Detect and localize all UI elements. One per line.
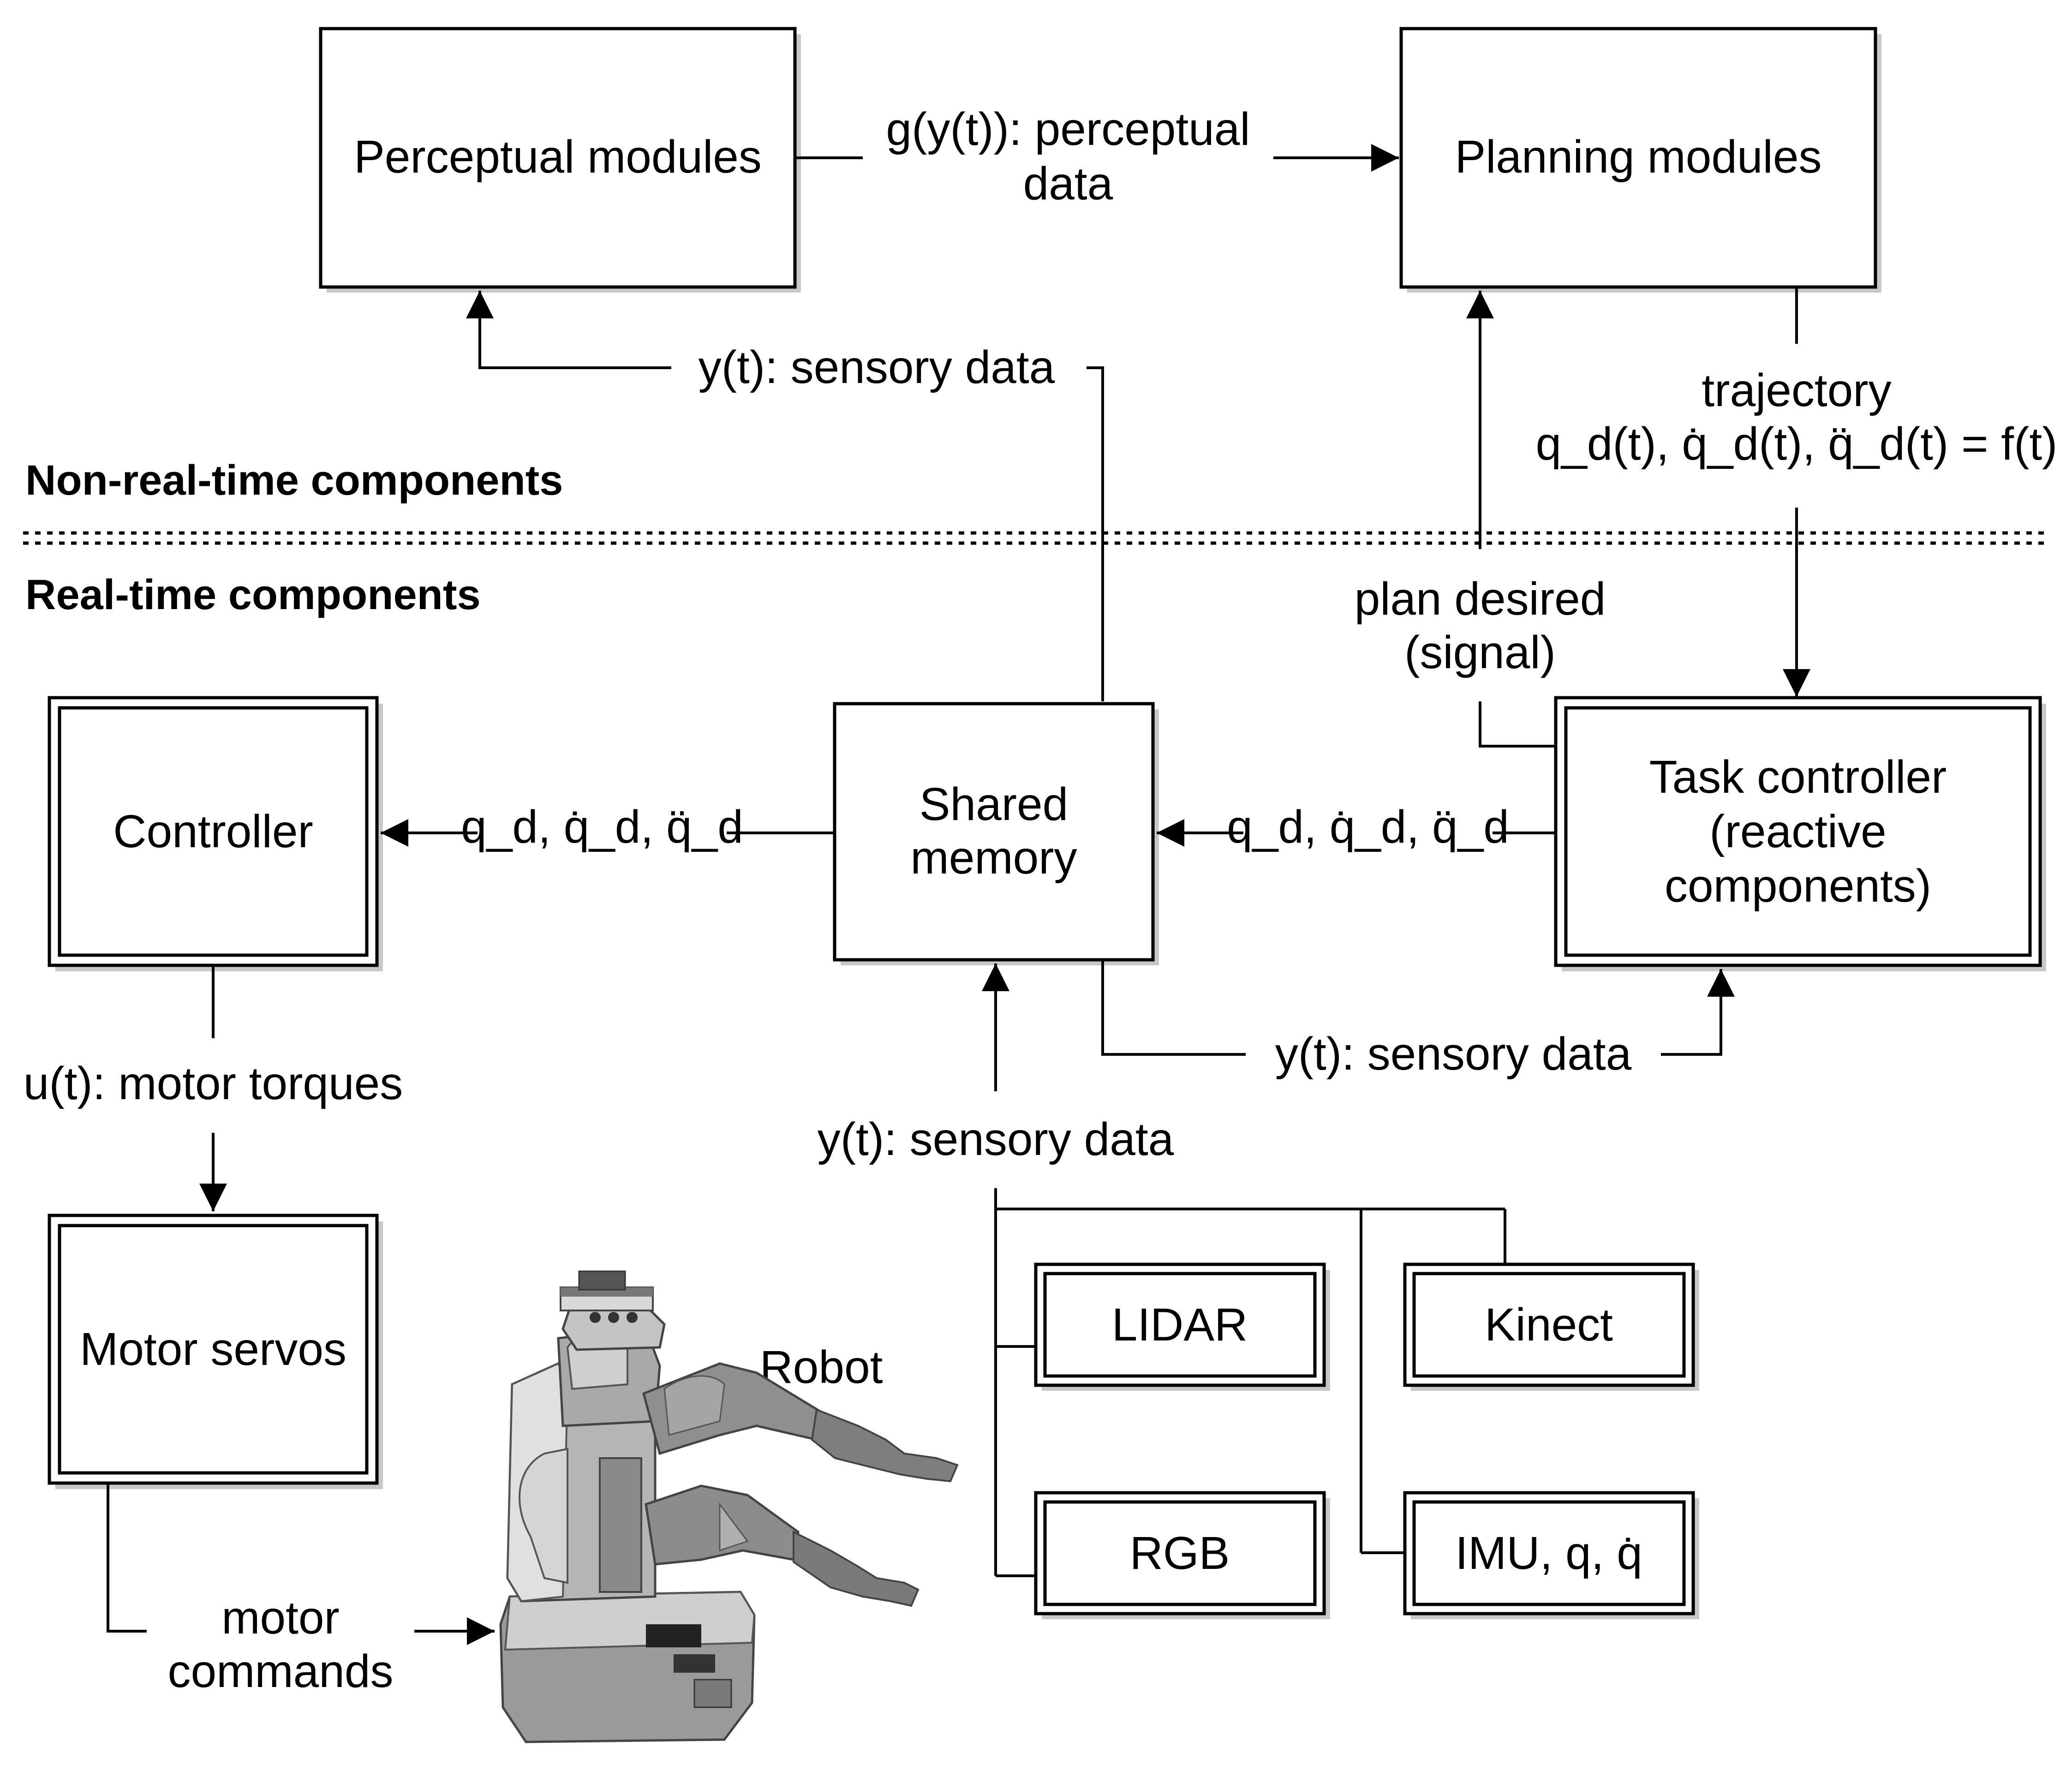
setpoint-right-label: q_d, q̇_d, q̈_d bbox=[1227, 801, 1509, 853]
motor-servos-block: Motor servos bbox=[48, 1214, 383, 1489]
setpoint-left-label: q_d, q̇_d, q̈_d bbox=[461, 801, 743, 853]
svg-text:memory: memory bbox=[910, 832, 1077, 884]
controller-block: Controller bbox=[48, 696, 383, 971]
robot-illustration bbox=[499, 1270, 959, 1743]
trajectory-equation: q_d(t), q̇_d(t), q̈_d(t) = f(t) bbox=[1536, 418, 2058, 470]
lidar-block: LIDAR bbox=[1034, 1262, 1330, 1391]
imu-label: IMU, q, q̇ bbox=[1455, 1527, 1642, 1579]
plan-desired-label: plan desired bbox=[1355, 573, 1606, 625]
rgb-block: RGB bbox=[1034, 1491, 1330, 1619]
lidar-label: LIDAR bbox=[1112, 1299, 1248, 1351]
trajectory-label: trajectory bbox=[1702, 365, 1891, 416]
sensory-data-top-label: y(t): sensory data bbox=[699, 341, 1055, 393]
svg-text:(signal): (signal) bbox=[1404, 627, 1556, 678]
task-controller-block: Task controller (reactive components) bbox=[1554, 696, 2046, 971]
svg-text:(reactive: (reactive bbox=[1709, 806, 1886, 857]
perceptual-data-label: g(y(t)): perceptual bbox=[886, 103, 1250, 155]
sensory-data-bottom-label: y(t): sensory data bbox=[818, 1113, 1174, 1165]
robot-label: Robot bbox=[760, 1341, 883, 1393]
perceptual-modules-block: Perceptual modules bbox=[319, 27, 801, 293]
rgb-label: RGB bbox=[1130, 1527, 1230, 1579]
kinect-block: Kinect bbox=[1403, 1262, 1699, 1391]
sensory-data-to-perceptual-arrow bbox=[466, 291, 671, 369]
controller-label: Controller bbox=[113, 806, 313, 857]
sensory-data-right-label: y(t): sensory data bbox=[1275, 1028, 1632, 1080]
non-real-time-label: Non-real-time components bbox=[25, 457, 563, 504]
real-time-label: Real-time components bbox=[25, 571, 481, 618]
kinect-label: Kinect bbox=[1485, 1299, 1613, 1351]
shared-memory-label: Shared bbox=[920, 778, 1068, 830]
motor-commands-label: motor bbox=[221, 1592, 340, 1644]
planning-modules-block: Planning modules bbox=[1399, 27, 1881, 293]
sensor-bus bbox=[994, 1188, 1506, 1577]
shared-memory-block: Shared memory bbox=[833, 702, 1159, 965]
motor-torques-label: u(t): motor torques bbox=[24, 1058, 403, 1109]
planning-modules-label: Planning modules bbox=[1455, 131, 1822, 183]
sensory-data-to-task-controller-arrow bbox=[1661, 969, 1735, 1056]
svg-text:components): components) bbox=[1665, 860, 1931, 912]
task-controller-label: Task controller bbox=[1649, 751, 1947, 803]
motor-servos-label: Motor servos bbox=[80, 1323, 346, 1375]
svg-text:data: data bbox=[1023, 158, 1113, 209]
svg-text:commands: commands bbox=[167, 1645, 393, 1697]
imu-block: IMU, q, q̇ bbox=[1403, 1491, 1699, 1619]
perceptual-modules-label: Perceptual modules bbox=[354, 131, 762, 183]
